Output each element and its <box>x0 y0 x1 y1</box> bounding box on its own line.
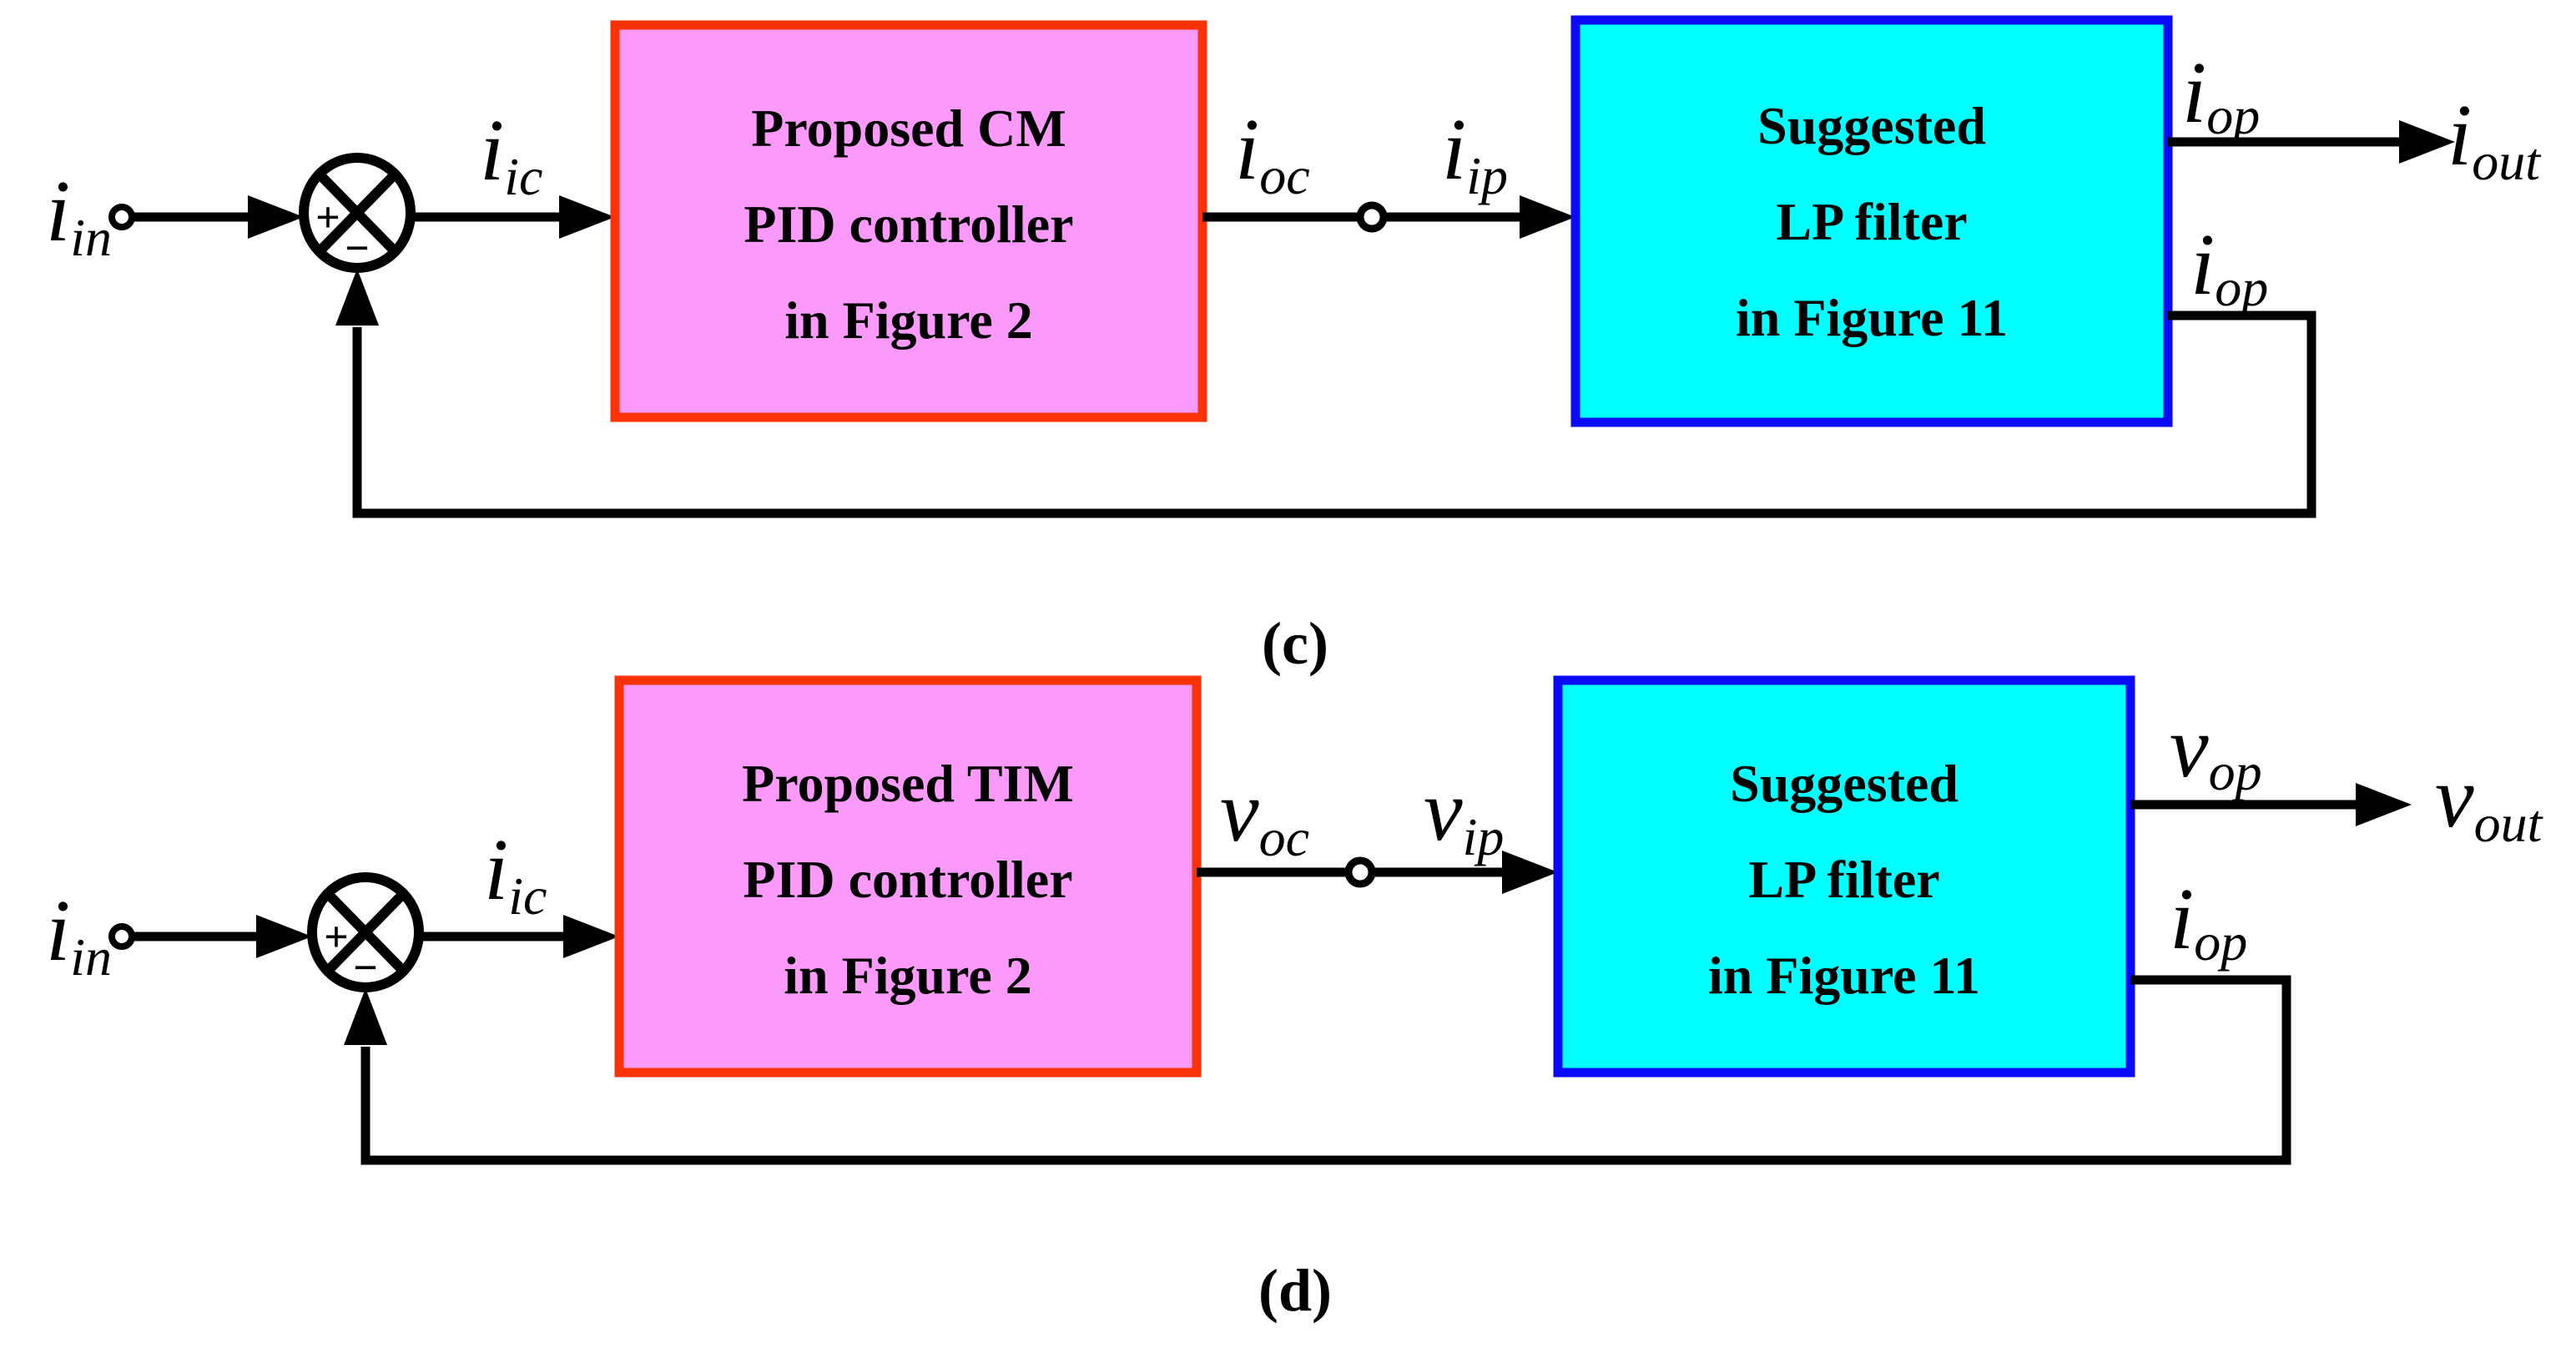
plus-sign-d: + <box>324 914 349 962</box>
controller-label-line1-d: Proposed TIM <box>742 754 1074 813</box>
controller-label-line2-c: PID controller <box>744 194 1073 254</box>
plus-sign-c: + <box>315 194 340 242</box>
minus-sign-c: − <box>345 225 370 273</box>
controller-block-c <box>610 20 1207 422</box>
arrowhead-feedback-c <box>335 269 379 326</box>
label-output-final-c: iout <box>2447 86 2542 191</box>
label-output-top-c: iop <box>2182 43 2260 145</box>
filter-label-line3-c: in Figure 11 <box>1736 288 2008 347</box>
node-circle-d <box>1344 856 1376 888</box>
controller-label-line3-d: in Figure 2 <box>784 946 1032 1005</box>
label-filter-in-d: vip <box>1424 761 1504 866</box>
wire-feedback-c <box>352 310 2316 518</box>
arrowhead-feedback-d <box>344 988 387 1045</box>
arrowhead-output-c <box>2399 120 2455 164</box>
wire-feedback-d <box>360 975 2291 1165</box>
node-circle-c <box>1356 201 1388 233</box>
arrowhead-controller-in-c <box>559 195 615 239</box>
minus-sign-d: − <box>353 945 378 992</box>
label-control-in-d: iic <box>484 820 547 926</box>
arrowhead-filter-in-d <box>1502 851 1558 894</box>
label-output-final-d: vout <box>2435 748 2544 853</box>
diagram-d: iin + − iic Proposed TIM PID controller … <box>46 675 2544 1324</box>
label-controller-out-d: voc <box>1220 762 1309 867</box>
filter-label-line3-d: in Figure 11 <box>1708 946 1980 1005</box>
arrowhead-filter-in-c <box>1520 195 1575 239</box>
filter-block-c <box>1570 15 2173 427</box>
input-terminal-d <box>108 923 135 950</box>
arrowhead-output-d <box>2356 783 2412 826</box>
controller-label-line2-d: PID controller <box>743 850 1072 909</box>
label-controller-out-c: ioc <box>1235 100 1310 205</box>
label-output-top-d: vop <box>2170 698 2262 801</box>
caption-d: (d) <box>1258 1257 1332 1324</box>
filter-label-line2-c: LP filter <box>1776 192 1967 251</box>
label-filter-in-c: iip <box>1442 100 1508 205</box>
label-control-in-c: iic <box>480 101 542 206</box>
label-input-c: iin <box>46 162 112 267</box>
caption-c: (c) <box>1262 610 1328 677</box>
label-feedback-c: iop <box>2190 215 2268 317</box>
arrowhead-input-d <box>256 915 312 958</box>
sum-cross-line2-c <box>315 170 399 255</box>
label-input-d: iin <box>46 881 112 987</box>
input-terminal-c <box>108 204 135 230</box>
controller-label-line3-c: in Figure 2 <box>784 290 1033 350</box>
controller-block-d <box>614 675 1202 1078</box>
arrowhead-controller-in-d <box>563 915 619 958</box>
sum-cross-line2-d <box>324 890 407 975</box>
filter-label-line2-d: LP filter <box>1748 850 1939 909</box>
label-feedback-d: iop <box>2170 870 2247 972</box>
controller-label-line1-c: Proposed CM <box>751 98 1066 158</box>
arrowhead-input-c <box>248 195 304 239</box>
filter-label-line1-c: Suggested <box>1757 96 1986 155</box>
diagram-c: iin + − iic Proposed CM PID controller i… <box>46 15 2542 677</box>
filter-label-line1-d: Suggested <box>1730 754 1958 813</box>
filter-block-d <box>1553 675 2135 1078</box>
